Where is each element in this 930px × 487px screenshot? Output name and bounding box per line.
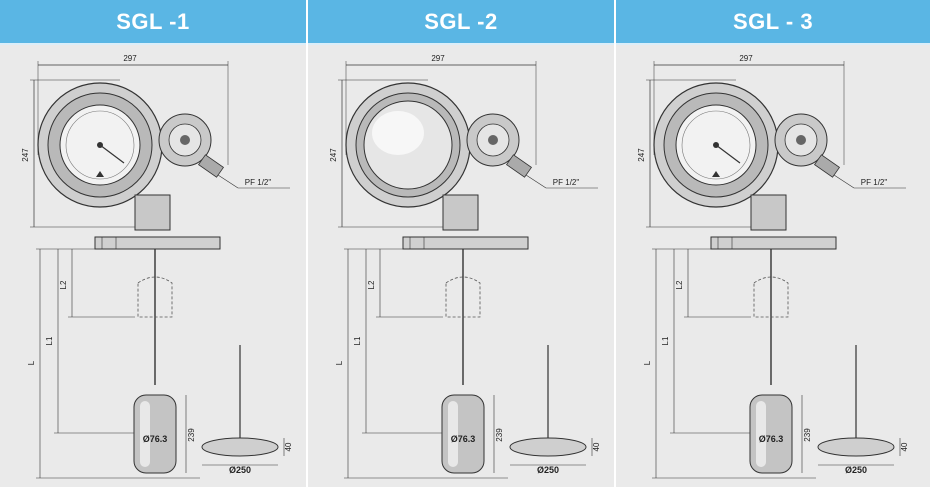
- dim-L2-label: L2: [59, 280, 68, 289]
- float-upper-ghost: [753, 276, 789, 318]
- dim-L1-label: L1: [353, 336, 362, 345]
- housing-neck: [134, 194, 171, 231]
- flange-hatch: [409, 236, 425, 250]
- float-diameter-label: Ø76.3: [759, 434, 784, 444]
- leader-line: [833, 174, 855, 189]
- gauge-logo: [712, 171, 720, 177]
- flange: [710, 236, 837, 250]
- dim-L-label: L: [335, 360, 344, 365]
- leader-line: [525, 174, 547, 189]
- float-length-label: 239: [495, 428, 504, 442]
- float-upper-ghost: [445, 276, 481, 318]
- cable-gland: [813, 154, 841, 178]
- disc-height-label: 40: [592, 442, 601, 451]
- float-diameter-label: Ø76.3: [451, 434, 476, 444]
- panel-divider: [306, 0, 308, 487]
- leader-line: [217, 174, 239, 189]
- dim-width-label: 297: [739, 54, 753, 63]
- gauge-needle: [99, 144, 125, 164]
- panel-title: SGL -1: [0, 0, 306, 45]
- flange: [402, 236, 529, 250]
- side-gauge-center: [488, 135, 498, 145]
- dim-height-label: 247: [21, 148, 30, 162]
- float-length-label: 239: [803, 428, 812, 442]
- dim-height-label: 247: [329, 148, 338, 162]
- float-highlight: [448, 401, 458, 467]
- dim-L1-label: L1: [45, 336, 54, 345]
- gauge-logo: [96, 171, 104, 177]
- disc-float: [817, 437, 895, 457]
- dim-width-label: 297: [123, 54, 137, 63]
- disc-height-label: 40: [284, 442, 293, 451]
- panel-title: SGL - 3: [616, 0, 930, 45]
- dim-height-label: 247: [637, 148, 646, 162]
- port-label: PF 1/2": [245, 178, 272, 187]
- flange-hatch: [717, 236, 733, 250]
- disc-diameter-label: Ø250: [845, 465, 867, 475]
- side-gauge-center: [796, 135, 806, 145]
- dim-L1-label: L1: [661, 336, 670, 345]
- cable-gland: [197, 154, 225, 178]
- panel-divider: [614, 0, 616, 487]
- panel-title: SGL -2: [308, 0, 614, 45]
- dim-L-label: L: [27, 360, 36, 365]
- port-label: PF 1/2": [553, 178, 580, 187]
- flange-hatch: [101, 236, 117, 250]
- gauge-scale: [681, 110, 751, 180]
- dim-L2-label: L2: [675, 280, 684, 289]
- float-diameter-label: Ø76.3: [143, 434, 168, 444]
- disc-diameter-label: Ø250: [537, 465, 559, 475]
- gauge-hub: [97, 142, 103, 148]
- gauge-hub: [713, 142, 719, 148]
- float-highlight: [756, 401, 766, 467]
- side-gauge-center: [180, 135, 190, 145]
- disc-diameter-label: Ø250: [229, 465, 251, 475]
- dim-L-label: L: [643, 360, 652, 365]
- gauge-scale: [65, 110, 135, 180]
- housing-neck: [750, 194, 787, 231]
- float-upper-ghost: [137, 276, 173, 318]
- dim-L2-label: L2: [367, 280, 376, 289]
- dim-width-label: 297: [431, 54, 445, 63]
- housing-neck: [442, 194, 479, 231]
- cover-highlight: [372, 111, 424, 155]
- flange: [94, 236, 221, 250]
- gauge-needle: [715, 144, 741, 164]
- disc-float: [201, 437, 279, 457]
- cable-gland: [505, 154, 533, 178]
- disc-float: [509, 437, 587, 457]
- disc-height-label: 40: [900, 442, 909, 451]
- float-length-label: 239: [187, 428, 196, 442]
- port-label: PF 1/2": [861, 178, 888, 187]
- float-highlight: [140, 401, 150, 467]
